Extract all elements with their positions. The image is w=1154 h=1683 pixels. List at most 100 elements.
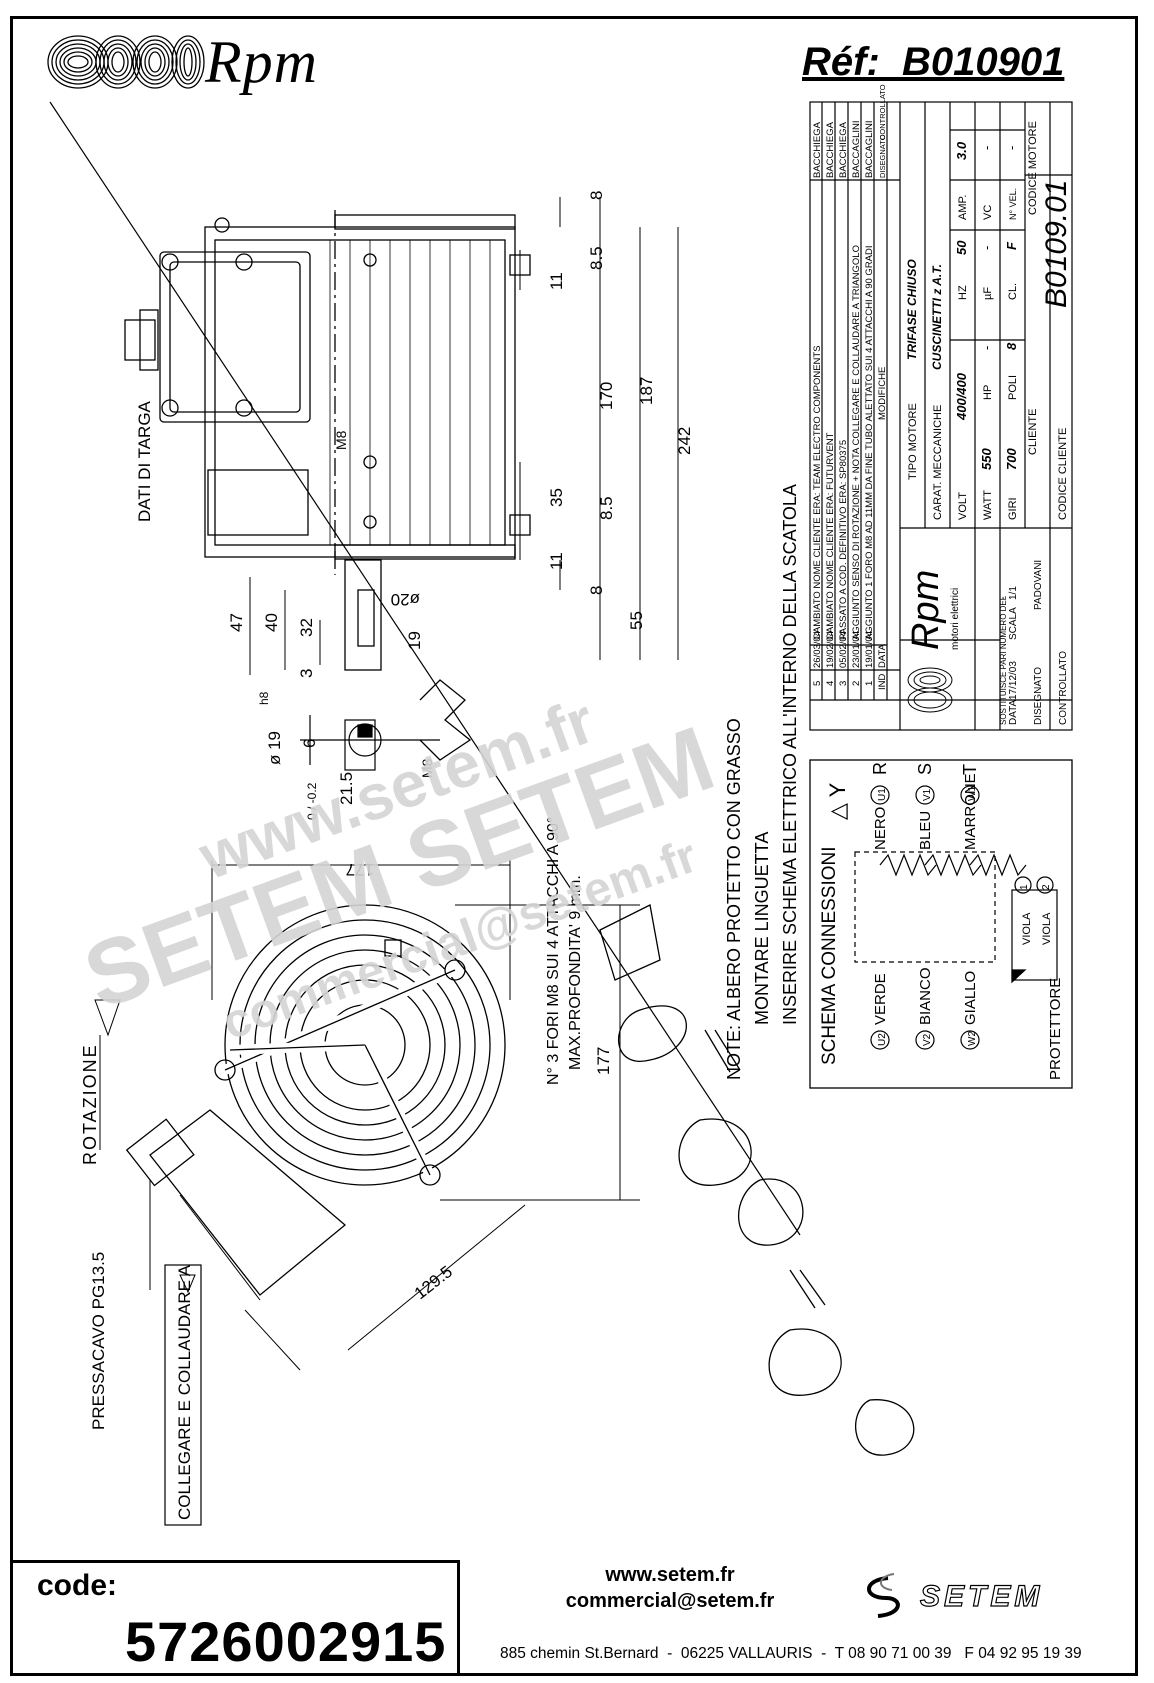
wire-verde: VERDE [872,973,889,1025]
dim-3: 3 [297,669,316,678]
website-link[interactable]: www.setem.fr [605,1564,735,1586]
holes-note-2: MAX.PROFONDITA' 9 mm. [567,875,584,1070]
dim-shaft-19: ø 19 [265,731,284,765]
motor-front-view [125,904,506,1296]
setem-logo-icon: SETEM [867,1573,1043,1618]
poli-value: 8 [1004,342,1019,350]
rev-5-n: 5 [812,681,823,686]
checked-label: CONTROLLATO [1058,651,1069,725]
dim-shaft-19-tol: h8 [257,691,271,705]
rev-1-text: AGGIUNTO 1 FORO M8 AD 11MM DA FINE TUBO … [864,245,875,640]
title-logo-text: Rpm [905,570,947,650]
motor-code-label: CODICE MOTORE [1027,121,1039,215]
rev-2-date: 23/01/04 [851,631,862,668]
wire-giallo: GIALLO [962,971,979,1025]
dim-40: 40 [262,613,281,632]
rev-header-drawn: DISEGNATO [878,134,887,178]
scale-value: 1/1 [1008,586,1019,600]
scale-label: SCALA [1008,607,1019,640]
viola-label-2: VIOLA [1041,912,1053,945]
rev-1-n: 1 [864,681,875,686]
ground-note-box [164,1264,202,1526]
watt-label: WATT [982,490,994,520]
protector-label: PROTETTORE [1047,978,1064,1080]
email-link[interactable]: commercial@setem.fr [565,1590,775,1612]
dim-170: 170 [597,382,616,410]
dim-shaft-21-5: 21.5 [337,772,356,805]
uf-label: µF [982,287,994,300]
hp-label: HP [982,385,994,400]
rev-2-text: AGGIUNTO SENSO DI ROTAZIONE + NOTA COLLE… [851,245,862,640]
cable-gland-label: PRESSACAVO PG13.5 [89,1252,108,1430]
terminal-1: 1 [1019,884,1030,890]
triangle-symbol-icon [179,1274,196,1294]
setem-logo-text: SETEM [920,1580,1043,1613]
vc-value: - [979,146,994,150]
rev-5-by: BACCHIEGA [812,121,823,178]
rotation-label: ROTAZIONE [80,1043,100,1165]
dim-47: 47 [227,613,246,632]
hp-value: - [979,346,994,350]
rev-header-checked: CONTROLLATO [878,84,887,140]
drawn-label: DISEGNATO [1033,667,1044,725]
phase-t: T [960,764,980,775]
rev-4-by: BACCHIEGA [825,121,836,178]
dim-8-top: 8 [587,191,606,200]
motor-code: B0109.01 [1040,180,1073,308]
front-view-text: 177 177 129.5 N° 3 FORI M8 SUI 4 ATTACCH… [80,817,613,1520]
amp-label: AMP. [957,195,969,220]
date-value: 17/12/03 [1008,661,1019,700]
dim-shaft-m8: M8 [419,758,435,778]
rev-5-text: CAMBIATO NOME CLIENTE ERA: TEAM ELECTRO … [812,345,823,640]
hz-value: 50 [954,240,969,255]
rev-1-by: BACCAGLINI [864,120,875,178]
shaft-detail [300,715,440,771]
volt-label: VOLT [957,492,969,520]
motor-side-view [124,210,531,671]
dim-55: 55 [627,611,646,630]
rev-header-date: DATA [877,643,888,668]
rev-3-by: BACCHIEGA [838,121,849,178]
vel-label: N° VEL. [1008,188,1018,220]
rev-3-text: PASSATO A COD. DEFINITIVO ERA: SP80375 [838,440,849,640]
wire-nero: NERO [872,807,889,850]
volt-value: 400/400 [954,372,969,421]
note-line-2: MONTARE LINGUETTA [752,832,772,1025]
side-view-dimensions [249,197,679,675]
dim-shaft-6: 6 [300,739,319,748]
drawing-sheet-border [10,16,1138,1676]
dim-19: 19 [405,631,424,650]
dim-11-top: 11 [547,272,566,290]
motor-type-label: TIPO MOTORE [907,403,919,480]
title-block [809,101,1073,731]
rev-4-n: 4 [825,681,836,686]
cl-label: CL. [1007,283,1019,300]
uf-value: - [979,246,994,250]
poli-label: POLI [1007,375,1019,400]
mech-label: CARAT. MECCANICHE [932,405,944,520]
holes-note-1: N° 3 FORI M8 SUI 4 ATTACCHI A 90° [545,817,562,1085]
rev-header-mod: MODIFICHE [877,367,888,420]
connection-diagram [854,785,1058,1050]
terminal-v2: V2 [922,1033,933,1046]
giri-value: 700 [1004,448,1019,470]
reference-number: Réf: B010901 [802,40,1065,84]
handwritten-date-stamp [419,679,915,1456]
phase-s: S [915,763,935,775]
dim-187: 187 [637,377,656,405]
amp-value: 3.0 [954,141,969,160]
code-label: code: [37,1569,118,1602]
phase-r: R [870,762,890,775]
rev-3-n: 3 [838,681,849,686]
delta-star-symbol: △ Y [825,782,850,820]
rev-header-ind: IND [877,674,888,691]
terminal-w2: W2 [967,1031,978,1046]
dim-35: 35 [547,488,566,507]
client-code-label: CODICE CLIENTE [1057,428,1069,520]
side-view-dim-text: 8 8.5 11 170 187 242 35 8.5 11 8 55 47 4… [135,191,694,678]
dim-8-bottom: 8 [587,586,606,595]
giri-label: GIRI [1007,497,1019,520]
ground-note: COLLEGARE E COLLAUDARE A [175,1264,194,1520]
watt-value: 550 [979,448,994,470]
front-view-dimensions [94,860,640,1371]
